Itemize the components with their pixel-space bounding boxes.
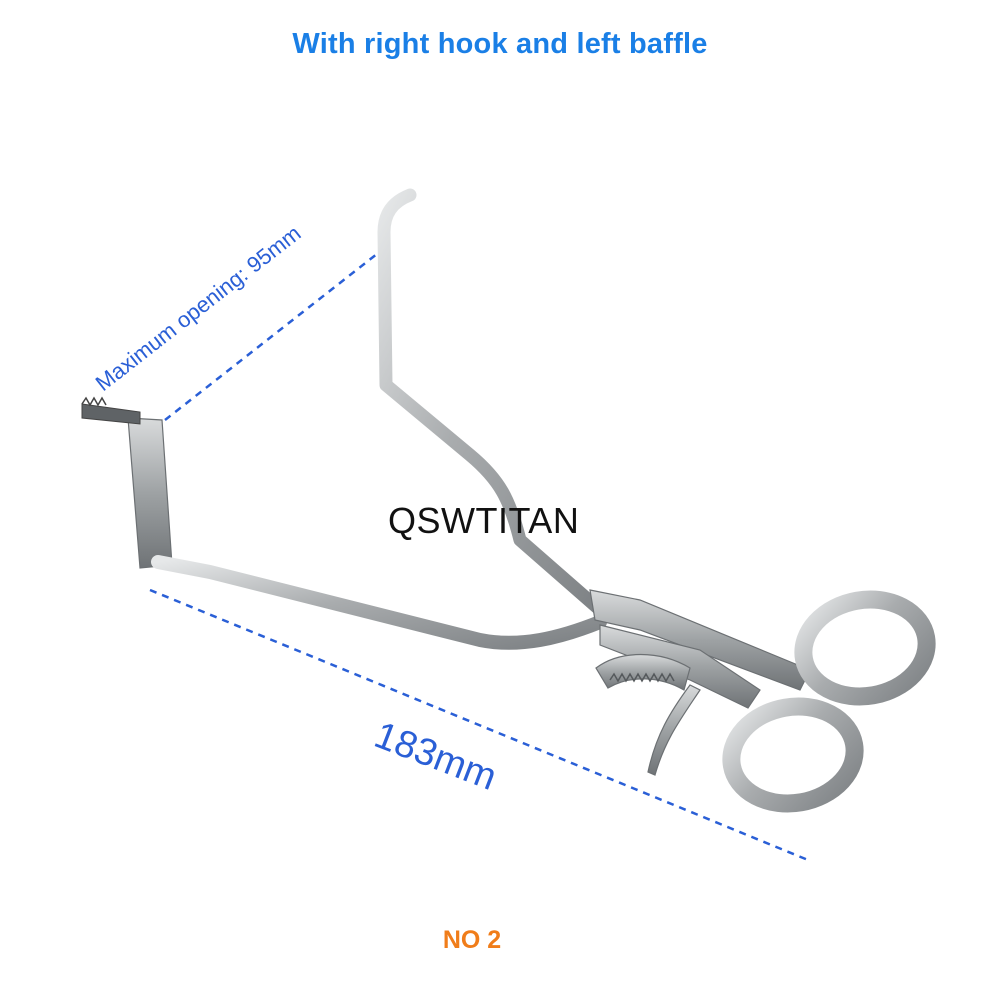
page-title: With right hook and left baffle <box>292 28 708 60</box>
watermark-text: QSWTITAN <box>388 500 580 541</box>
length-dimension-line <box>149 588 809 862</box>
opening-dimension-line <box>164 249 383 421</box>
model-label-wrapper: NO 2 <box>0 926 1000 955</box>
opening-label: Maximum opening: 95mm <box>91 220 306 396</box>
length-label: 183mm <box>369 714 502 799</box>
retractor-instrument-icon <box>81 188 936 813</box>
model-label: NO 2 <box>442 926 502 954</box>
